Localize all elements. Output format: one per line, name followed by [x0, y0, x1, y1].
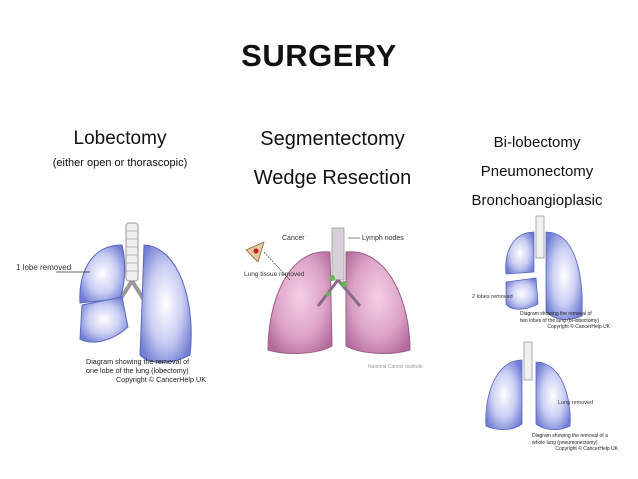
segmentectomy-title: Segmentectomy	[260, 128, 405, 150]
pneumonectomy-title: Pneumonectomy	[480, 163, 594, 180]
left-lung	[267, 251, 333, 354]
cancer-label: Cancer	[282, 235, 305, 242]
caption-line: whole lung (pneumonectomy)	[532, 439, 598, 446]
bilobectomy-title: Bi-lobectomy	[493, 134, 581, 151]
lobectomy-title: Lobectomy	[73, 128, 167, 149]
right-lung	[139, 244, 192, 363]
bilobectomy-caption: Diagram showing the removal of two lobes…	[520, 311, 610, 331]
caption-line: Diagram showing the removal of	[520, 311, 592, 317]
segmentectomy-diagram: Cancer Lymph nodes Lung tissue removed N…	[244, 227, 423, 370]
lung-removed-label: Lung removed	[558, 400, 593, 406]
slide-title: SURGERY	[241, 38, 397, 73]
lobectomy-subtitle: (either open or thorascopic)	[52, 157, 188, 169]
lung-tissue-label: Lung tissue removed	[244, 271, 305, 278]
lobe-removed-label: 1 lobe removed	[16, 263, 71, 272]
lobectomy-diagram: 1 lobe removed	[16, 222, 192, 363]
trachea	[331, 227, 345, 281]
caption-line: Copyright © CancerHelp UK	[555, 446, 618, 452]
upper-lobe	[79, 244, 126, 304]
credit-label: National Cancer Institute	[368, 364, 423, 370]
pneumonectomy-diagram: Lung removed	[485, 341, 593, 430]
lobectomy-caption: Diagram showing the removal of one lobe …	[86, 357, 206, 384]
caption-line: Copyright © CancerHelp UK	[547, 324, 610, 330]
caption-line: one lobe of the lung (lobectomy)	[86, 366, 189, 375]
pneumonectomy-caption: Diagram showing the removal of a whole l…	[532, 433, 618, 453]
caption-line: Diagram showing the removal of	[86, 357, 190, 366]
wedge-resection-title: Wedge Resection	[253, 167, 412, 189]
right-lung	[345, 251, 411, 354]
bilobectomy-diagram: 2 lobes removed	[472, 215, 583, 320]
caption-line: two lobes of the lung (bi-lobectomy)	[520, 317, 599, 324]
two-lobes-label: 2 lobes removed	[472, 294, 513, 300]
caption-line: Diagram showing the removal of a	[532, 433, 608, 439]
caption-line: Copyright © CancerHelp UK	[116, 375, 206, 384]
bronchoangioplasic-title: Bronchoangioplasic	[471, 192, 603, 209]
lymph-nodes-label: Lymph nodes	[362, 235, 404, 242]
removed-lobe	[79, 296, 129, 343]
trachea	[125, 222, 139, 282]
